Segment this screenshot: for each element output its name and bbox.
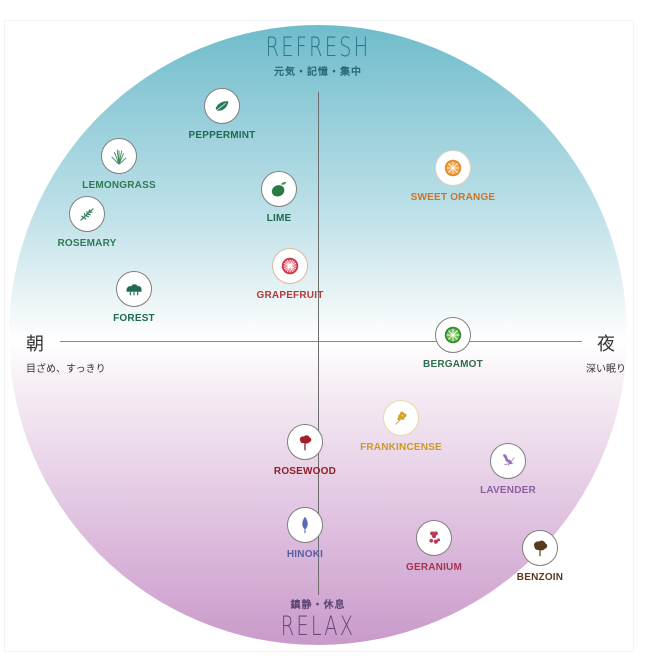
refresh-subtitle: 元気・記憶・集中 [274, 67, 362, 78]
refresh-label: REFRESH 元気・記憶・集中 [218, 32, 418, 78]
image-frame [4, 20, 634, 652]
lavender-icon [490, 443, 526, 479]
oil-name: GRAPEFRUIT [256, 290, 324, 301]
horizontal-axis [60, 341, 582, 342]
oil-name: FRANKINCENSE [360, 442, 442, 453]
oil-grapefruit: GRAPEFRUIT [225, 248, 355, 301]
refresh-title: REFRESH [265, 32, 371, 63]
oil-rosemary: ROSEMARY [22, 196, 152, 249]
oil-name: LAVENDER [480, 485, 536, 496]
oil-frankincense: FRANKINCENSE [336, 400, 466, 453]
morning-caption: 目ざめ、すっきり [26, 364, 106, 375]
oil-lavender: LAVENDER [443, 443, 573, 496]
oil-hinoki: HINOKI [240, 507, 370, 560]
oil-rosewood: ROSEWOOD [240, 424, 370, 477]
cypress-tree-icon [287, 507, 323, 543]
lime-icon [261, 171, 297, 207]
oil-name: PEPPERMINT [188, 130, 256, 141]
mint-leaf-icon [204, 88, 240, 124]
relax-title: RELAX [280, 611, 356, 642]
orange-slice-icon [435, 150, 471, 186]
morning-label: 朝 目ざめ、すっきり [26, 330, 106, 375]
oil-lime: LIME [214, 171, 344, 224]
bergamot-slice-icon [435, 317, 471, 353]
oil-name: ROSEMARY [57, 238, 117, 249]
morning-kanji: 朝 [26, 334, 44, 355]
night-label: 夜 深い眠り [586, 330, 626, 375]
oil-name: LIME [266, 213, 292, 224]
grapefruit-slice-icon [272, 248, 308, 284]
relax-label: 鎮静・休息 RELAX [218, 596, 418, 642]
benzoin-tree-icon [522, 530, 558, 566]
frankincense-resin-icon [383, 400, 419, 436]
oil-bergamot: BERGAMOT [388, 317, 518, 370]
oil-forest: FOREST [69, 271, 199, 324]
geranium-flower-icon [416, 520, 452, 556]
oil-name: HINOKI [286, 549, 324, 560]
rosemary-sprig-icon [69, 196, 105, 232]
relax-subtitle: 鎮静・休息 [290, 600, 346, 611]
night-kanji: 夜 [597, 334, 615, 355]
oil-peppermint: PEPPERMINT [157, 88, 287, 141]
oil-sweet-orange: SWEET ORANGE [388, 150, 518, 203]
oil-name: FOREST [113, 313, 155, 324]
forest-trees-icon [116, 271, 152, 307]
vertical-axis [318, 92, 319, 595]
grass-icon [101, 138, 137, 174]
oil-name: ROSEWOOD [273, 466, 337, 477]
rosewood-tree-icon [287, 424, 323, 460]
oil-name: LEMONGRASS [82, 180, 156, 191]
oil-geranium: GERANIUM [369, 520, 499, 573]
oil-benzoin: BENZOIN [475, 530, 605, 583]
oil-name: GERANIUM [405, 562, 463, 573]
oil-name: BERGAMOT [423, 359, 483, 370]
oil-lemongrass: LEMONGRASS [54, 138, 184, 191]
night-caption: 深い眠り [586, 364, 626, 375]
oil-name: BENZOIN [516, 572, 564, 583]
oil-name: SWEET ORANGE [410, 192, 496, 203]
